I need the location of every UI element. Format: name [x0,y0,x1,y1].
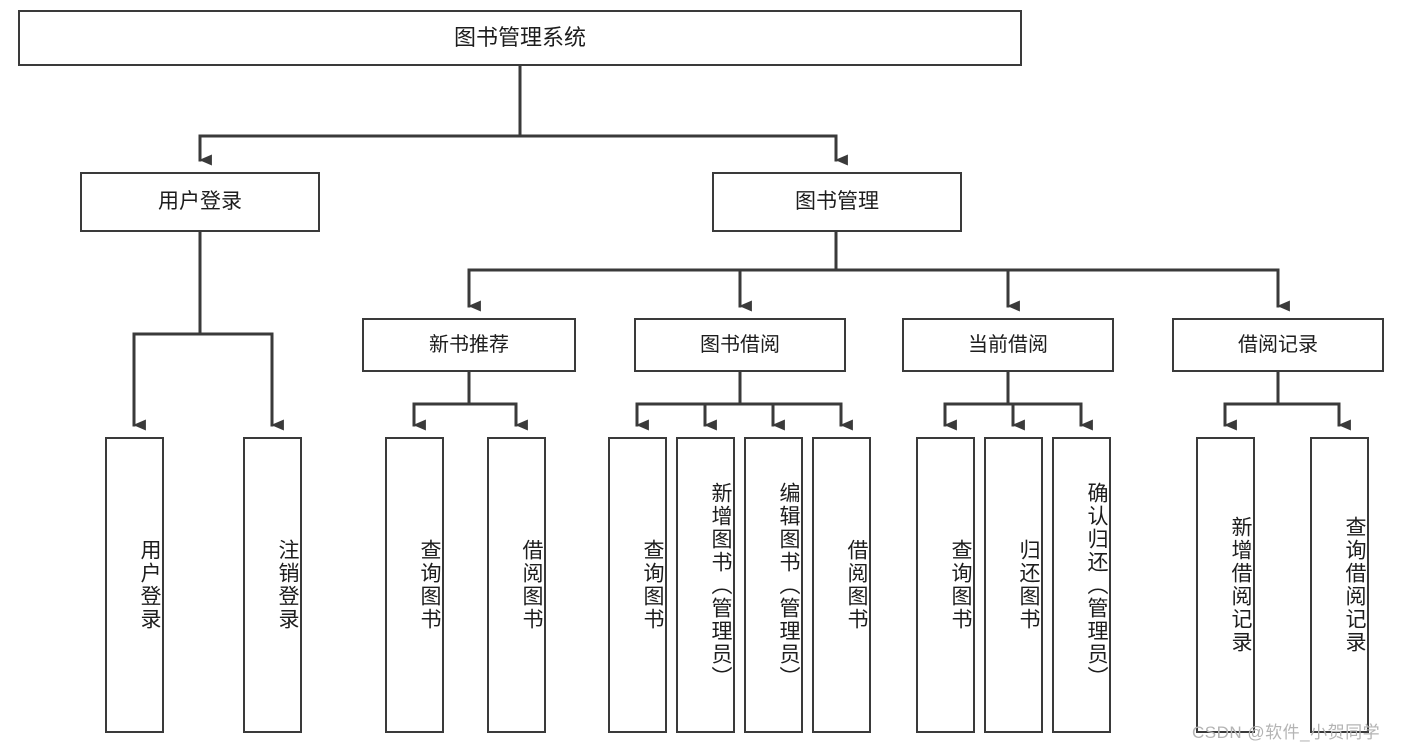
leaf-return-book[interactable]: 归还图书 [984,437,1043,733]
leaf-label: 编辑图书（管理员） [777,481,800,689]
leaf-label: 注销登录 [276,539,299,631]
node-current-borrow[interactable]: 当前借阅 [902,318,1114,372]
leaf-user-login[interactable]: 用户登录 [105,437,164,733]
node-book-management-label: 图书管理 [795,189,879,213]
node-new-book-recommend[interactable]: 新书推荐 [362,318,576,372]
node-user-login[interactable]: 用户登录 [80,172,320,232]
node-book-borrow-label: 图书借阅 [700,333,780,356]
leaf-label: 归还图书 [1017,539,1040,631]
node-current-borrow-label: 当前借阅 [968,333,1048,356]
node-borrow-record-label: 借阅记录 [1238,333,1318,356]
node-root[interactable]: 图书管理系统 [18,10,1022,66]
leaf-edit-book-admin[interactable]: 编辑图书（管理员） [744,437,803,733]
leaf-add-borrow-record[interactable]: 新增借阅记录 [1196,437,1255,733]
leaf-add-book-admin[interactable]: 新增图书（管理员） [676,437,735,733]
node-book-management[interactable]: 图书管理 [712,172,962,232]
leaf-query-book-recommend[interactable]: 查询图书 [385,437,444,733]
node-user-login-label: 用户登录 [158,189,242,213]
node-new-book-recommend-label: 新书推荐 [429,333,509,356]
leaf-label: 查询借阅记录 [1343,516,1366,654]
node-book-borrow[interactable]: 图书借阅 [634,318,846,372]
leaf-query-borrow-record[interactable]: 查询借阅记录 [1310,437,1369,733]
leaf-borrow-book-recommend[interactable]: 借阅图书 [487,437,546,733]
leaf-label: 查询图书 [418,539,441,631]
leaf-query-book-borrow[interactable]: 查询图书 [608,437,667,733]
node-borrow-record[interactable]: 借阅记录 [1172,318,1384,372]
leaf-logout[interactable]: 注销登录 [243,437,302,733]
leaf-label: 新增图书（管理员） [709,481,732,689]
leaf-label: 用户登录 [138,539,161,631]
leaf-label: 查询图书 [949,539,972,631]
leaf-confirm-return-admin[interactable]: 确认归还（管理员） [1052,437,1111,733]
leaf-borrow-book[interactable]: 借阅图书 [812,437,871,733]
watermark: CSDN @软件_小贺同学 [1192,723,1381,742]
leaf-label: 查询图书 [641,539,664,631]
leaf-label: 借阅图书 [520,539,543,631]
leaf-query-book-current[interactable]: 查询图书 [916,437,975,733]
leaf-label: 借阅图书 [845,539,868,631]
leaf-label: 确认归还（管理员） [1085,481,1108,689]
node-root-label: 图书管理系统 [453,25,586,51]
leaf-label: 新增借阅记录 [1229,516,1252,654]
